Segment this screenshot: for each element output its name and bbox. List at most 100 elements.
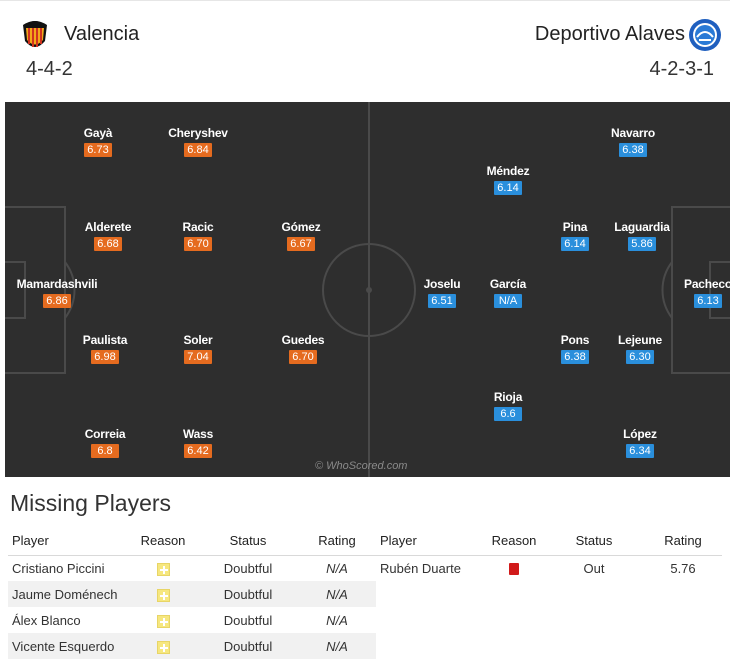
column-header-status[interactable]: Status [544, 526, 644, 556]
player-name: Soler [183, 333, 213, 347]
home-player[interactable]: Alderete 6.68 [63, 220, 153, 252]
rating-cell: N/A [326, 560, 348, 576]
player-name: Gómez [281, 220, 321, 234]
away-player[interactable]: Joselu 6.51 [397, 277, 487, 309]
home-missing-table: Player Reason Status Rating Cristiano Pi… [8, 526, 376, 659]
away-missing-table: Player Reason Status Rating Rubén Duarte… [376, 526, 722, 581]
player-name: Guedes [281, 333, 325, 347]
column-header-player[interactable]: Player [8, 526, 128, 556]
player-rating: N/A [494, 294, 522, 308]
player-rating: 6.8 [91, 444, 119, 458]
away-player[interactable]: Pina 6.14 [530, 220, 620, 252]
red-card-icon [509, 563, 519, 576]
player-name: Pons [560, 333, 590, 347]
player-name: Joselu [423, 277, 461, 291]
player-name: Cheryshev [168, 126, 228, 140]
home-player[interactable]: Guedes 6.70 [258, 333, 348, 365]
alaves-crest-icon [688, 18, 722, 52]
column-header-rating[interactable]: Rating [644, 526, 722, 556]
missing-players-title: Missing Players [10, 490, 172, 516]
player-name[interactable]: Rubén Duarte [380, 560, 461, 576]
status-cell: Doubtful [223, 560, 273, 576]
player-rating: 6.13 [694, 294, 722, 308]
home-player[interactable]: Mamardashvili 6.86 [12, 277, 102, 309]
player-rating: 6.51 [428, 294, 456, 308]
status-cell: Doubtful [198, 581, 298, 607]
player-rating: 6.30 [626, 350, 654, 364]
player-name: Pacheco [684, 277, 730, 291]
injury-icon [156, 562, 170, 576]
player-rating: 6.38 [619, 143, 647, 157]
player-name: López [623, 427, 657, 441]
away-player[interactable]: Méndez 6.14 [463, 164, 553, 196]
rating-cell: N/A [298, 633, 376, 659]
player-name: Paulista [82, 333, 128, 347]
status-cell: Doubtful [198, 633, 298, 659]
home-team-name[interactable]: Valencia [64, 23, 140, 45]
player-name[interactable]: Jaume Doménech [8, 581, 128, 607]
away-player[interactable]: Laguardia 5.86 [597, 220, 687, 252]
column-header-reason[interactable]: Reason [128, 526, 198, 556]
match-header: Valencia 4-4-2 Deportivo Alaves 4-2-3-1 [0, 0, 730, 102]
away-player[interactable]: Lejeune 6.30 [595, 333, 685, 365]
table-row: Cristiano Piccini Doubtful N/A [8, 555, 376, 581]
rating-cell: N/A [298, 581, 376, 607]
rating-cell: N/A [326, 612, 348, 628]
rating-cell: 5.76 [670, 560, 696, 576]
home-player[interactable]: Wass 6.42 [153, 427, 243, 459]
player-rating: 6.14 [561, 237, 589, 251]
player-rating: 6.34 [626, 444, 654, 458]
home-player[interactable]: Correia 6.8 [60, 427, 150, 459]
player-rating: 6.68 [94, 237, 122, 251]
player-name: Racic [182, 220, 214, 234]
column-header-status[interactable]: Status [198, 526, 298, 556]
formation-pitch: Gayà 6.73 Cheryshev 6.84 Alderete 6.68 R… [5, 102, 730, 477]
player-rating: 6.42 [184, 444, 212, 458]
player-name: Gayà [83, 126, 113, 140]
home-player[interactable]: Paulista 6.98 [60, 333, 150, 365]
player-name: Méndez [486, 164, 530, 178]
player-rating: 6.6 [494, 407, 522, 421]
pitch-markings [5, 102, 730, 477]
home-player[interactable]: Soler 7.04 [153, 333, 243, 365]
status-cell: Doubtful [223, 612, 273, 628]
away-player[interactable]: López 6.34 [595, 427, 685, 459]
home-player[interactable]: Gómez 6.67 [256, 220, 346, 252]
away-player[interactable]: Rioja 6.6 [463, 390, 553, 422]
player-rating: 7.04 [184, 350, 212, 364]
player-name[interactable]: Álex Blanco [12, 612, 81, 628]
valencia-bat-crest-icon [20, 19, 50, 53]
column-header-player[interactable]: Player [376, 526, 484, 556]
home-player[interactable]: Gayà 6.73 [53, 126, 143, 158]
player-rating: 5.86 [628, 237, 656, 251]
table-row: Vicente Esquerdo Doubtful N/A [8, 633, 376, 659]
player-rating: 6.70 [289, 350, 317, 364]
player-name[interactable]: Cristiano Piccini [12, 560, 105, 576]
home-player[interactable]: Cheryshev 6.84 [153, 126, 243, 158]
player-rating: 6.84 [184, 143, 212, 157]
away-player[interactable]: Pacheco 6.13 [663, 277, 730, 309]
player-name: Alderete [84, 220, 132, 234]
away-player[interactable]: Pons 6.38 [530, 333, 620, 365]
player-name: Navarro [611, 126, 655, 140]
table-header-row: Player Reason Status Rating [8, 526, 376, 556]
table-row: Álex Blanco Doubtful N/A [8, 607, 376, 633]
player-rating: 6.98 [91, 350, 119, 364]
player-rating: 6.14 [494, 181, 522, 195]
away-player[interactable]: García N/A [463, 277, 553, 309]
player-name[interactable]: Vicente Esquerdo [8, 633, 128, 659]
table-row: Jaume Doménech Doubtful N/A [8, 581, 376, 607]
injury-icon [156, 588, 170, 602]
column-header-rating[interactable]: Rating [298, 526, 376, 556]
player-rating: 6.70 [184, 237, 212, 251]
column-header-reason[interactable]: Reason [484, 526, 544, 556]
injury-icon [156, 614, 170, 628]
player-name: Laguardia [614, 220, 670, 234]
table-header-row: Player Reason Status Rating [376, 526, 722, 556]
player-rating: 6.86 [43, 294, 71, 308]
home-player[interactable]: Racic 6.70 [153, 220, 243, 252]
away-player[interactable]: Navarro 6.38 [588, 126, 678, 158]
player-rating: 6.38 [561, 350, 589, 364]
player-name: Correia [84, 427, 126, 441]
away-team-name[interactable]: Deportivo Alaves [534, 23, 685, 45]
